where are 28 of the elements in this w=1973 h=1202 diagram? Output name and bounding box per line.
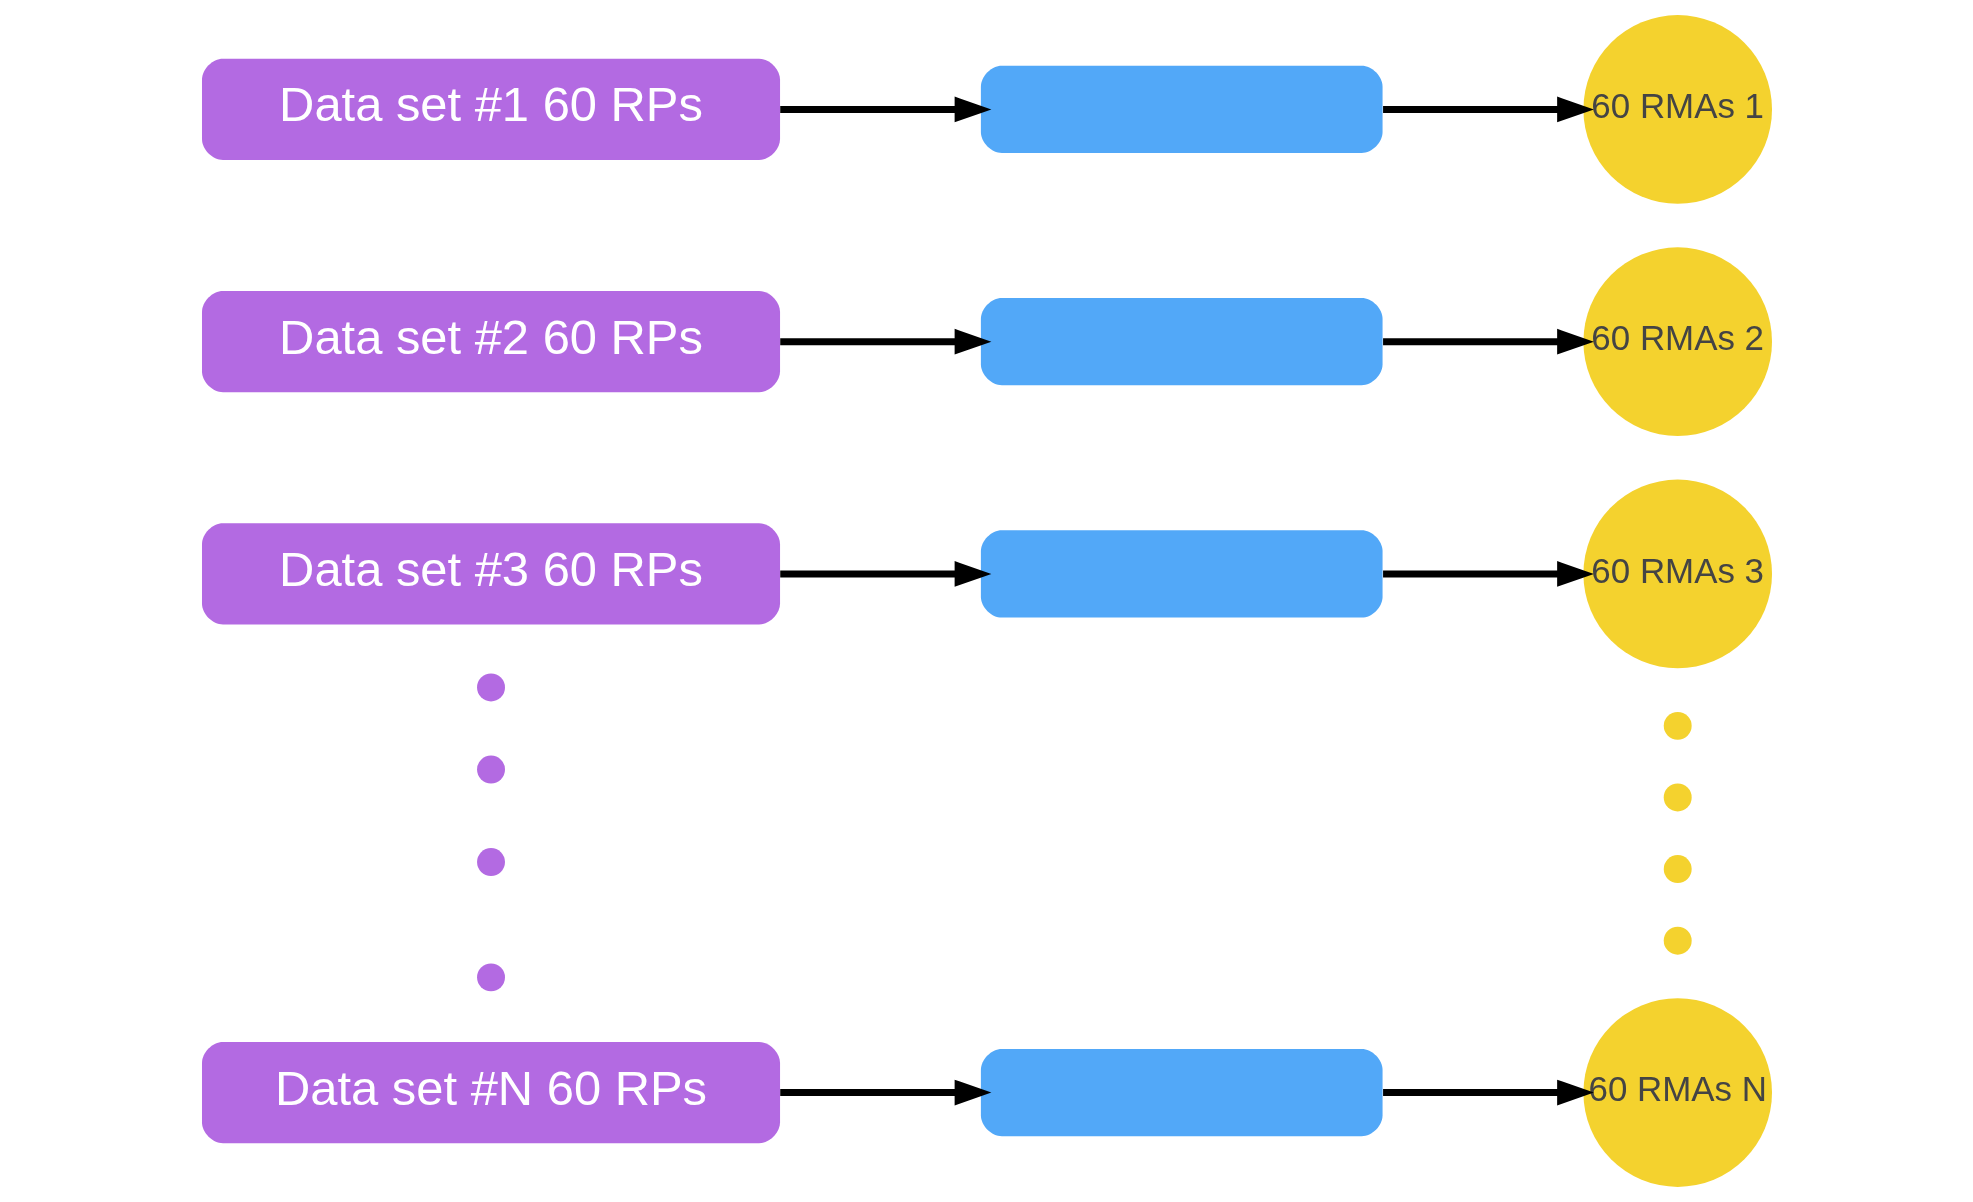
node-circle xyxy=(476,673,505,702)
node-box xyxy=(980,530,1383,618)
node-box: Data set #N 60 RPs xyxy=(201,1041,780,1144)
node-box: Data set #3 60 RPs xyxy=(201,523,780,625)
node-circle xyxy=(1663,711,1692,740)
node-circle: 60 RMAs 3 xyxy=(1582,479,1772,669)
arrow xyxy=(1382,1079,1594,1106)
arrow xyxy=(1382,96,1594,123)
arrow xyxy=(1382,561,1594,587)
node-box: Data set #2 60 RPs xyxy=(201,291,780,393)
node-box xyxy=(980,1048,1383,1137)
arrow xyxy=(779,561,991,587)
node-circle xyxy=(476,963,505,992)
node-circle xyxy=(1663,783,1692,812)
node-circle: 60 RMAs N xyxy=(1582,998,1772,1187)
arrow xyxy=(779,328,991,355)
node-circle: 60 RMAs 2 xyxy=(1582,247,1772,436)
node-box xyxy=(980,65,1383,154)
node-circle xyxy=(1663,855,1692,884)
node-circle xyxy=(476,755,505,784)
arrow xyxy=(779,96,991,123)
node-circle: 60 RMAs 1 xyxy=(1582,15,1772,204)
node-box xyxy=(980,298,1383,386)
node-circle xyxy=(1663,926,1692,955)
node-circle xyxy=(476,848,505,877)
arrow xyxy=(1382,328,1594,355)
node-box: Data set #1 60 RPs xyxy=(201,58,780,161)
arrow xyxy=(779,1079,991,1106)
